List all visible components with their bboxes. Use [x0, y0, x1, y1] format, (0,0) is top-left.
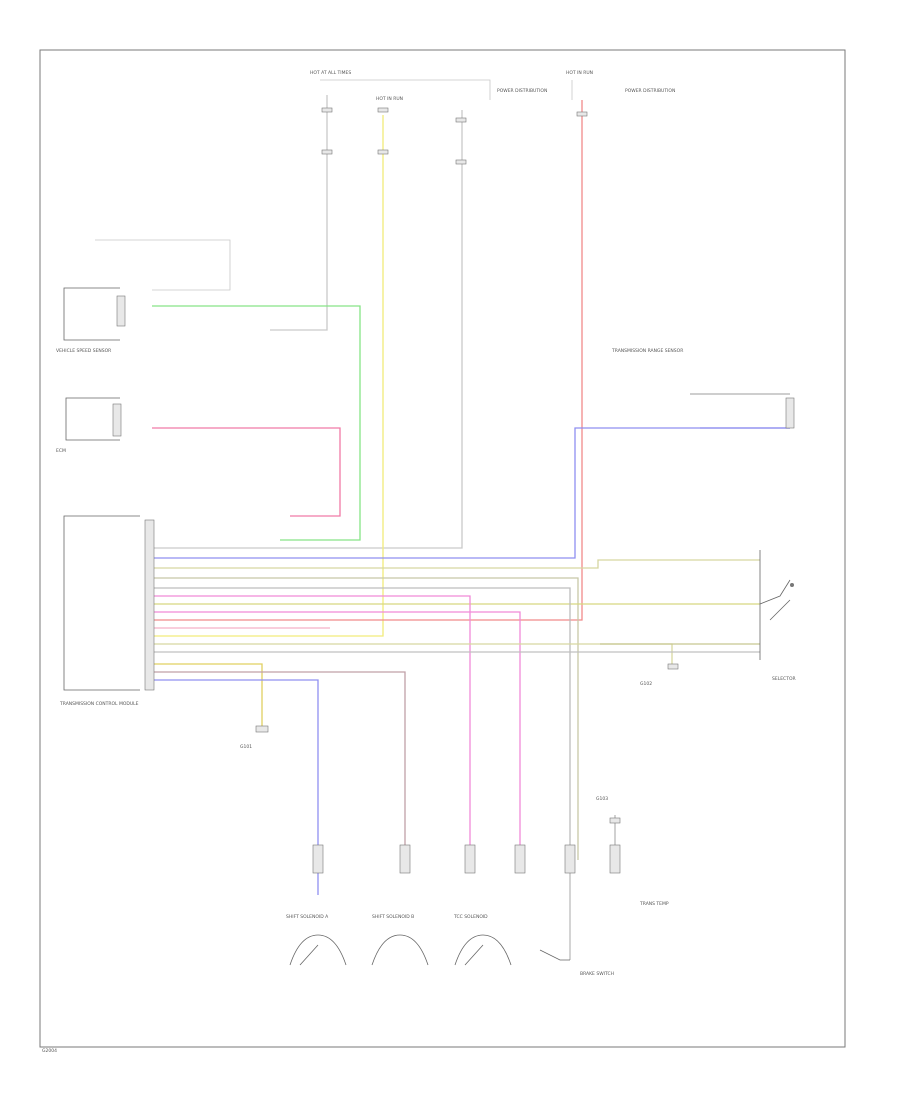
ground-g101: G101 — [240, 725, 269, 750]
wire-pink-ecm — [152, 427, 341, 517]
vehicle-speed-sensor: VEHICLE SPEED SENSOR — [56, 239, 231, 354]
wire-olive-1 — [152, 559, 760, 569]
wire-magenta-2 — [152, 611, 521, 860]
shift-solenoid-b: SHIFT SOLENOID B — [371, 844, 429, 966]
wire-brown-solenoid — [152, 671, 406, 870]
ground-g102-label: G102 — [640, 681, 652, 687]
ground-g101-label: G101 — [240, 744, 252, 750]
shift-solenoid-b-label: SHIFT SOLENOID B — [372, 914, 414, 920]
selector-label: SELECTOR — [772, 676, 796, 682]
hot-in-run-label: HOT IN RUN — [376, 96, 403, 102]
tr-sensor-label: TRANSMISSION RANGE SENSOR — [611, 348, 683, 354]
wire-blue-tr — [152, 427, 790, 559]
hot-in-run-right-label: HOT IN RUN — [566, 70, 593, 76]
ground-g103: G103 — [596, 796, 621, 824]
wire-blue-solenoid — [152, 679, 319, 895]
diagram-frame — [39, 49, 846, 1048]
ecm: ECM — [56, 397, 122, 454]
ecm-label: ECM — [56, 448, 66, 454]
wire-yellow-power — [152, 115, 384, 637]
wire-gray-power — [270, 95, 328, 331]
trans-temp-sensor: TRANS TEMP — [609, 844, 669, 907]
wire-gray-tcm — [152, 110, 463, 549]
wire-green-vss — [152, 305, 361, 541]
brake-switch-label: BRAKE SWITCH — [580, 971, 614, 977]
transmission-range-sensor: TRANSMISSION RANGE SENSOR — [611, 348, 795, 429]
wire-magenta-1 — [152, 595, 471, 860]
tcc-solenoid-label: TCC SOLENOID — [453, 914, 488, 920]
wire-yellow-ground — [152, 663, 263, 730]
shift-solenoid-a-label: SHIFT SOLENOID A — [286, 914, 329, 920]
tcm-label: TRANSMISSION CONTROL MODULE — [59, 701, 139, 707]
transmission-control-module: TRANSMISSION CONTROL MODULE — [59, 515, 155, 707]
ground-g102: G102 — [640, 663, 679, 687]
footer-code: G2004 — [42, 1048, 57, 1054]
trans-temp-label: TRANS TEMP — [639, 901, 669, 907]
fuse-block-left: HOT AT ALL TIMES HOT IN RUN POWER DISTRI… — [310, 70, 547, 165]
wire-red-power — [152, 100, 583, 621]
wire-olive-2 — [152, 577, 579, 860]
wire-gray-4 — [152, 587, 571, 960]
tcc-solenoid: TCC SOLENOID — [453, 844, 526, 966]
brake-switch: BRAKE SWITCH — [539, 844, 614, 977]
ground-g103-label: G103 — [596, 796, 608, 802]
fuse-note-left-label: POWER DISTRIBUTION — [497, 88, 547, 94]
fuse-block-right: HOT IN RUN POWER DISTRIBUTION — [566, 70, 675, 117]
fuse-note-right-label: POWER DISTRIBUTION — [625, 88, 675, 94]
hot-at-all-times-left-label: HOT AT ALL TIMES — [310, 70, 351, 76]
selector-switch: SELECTOR — [759, 550, 796, 682]
shift-solenoid-a: SHIFT SOLENOID A — [286, 844, 347, 966]
vss-label: VEHICLE SPEED SENSOR — [56, 348, 111, 354]
